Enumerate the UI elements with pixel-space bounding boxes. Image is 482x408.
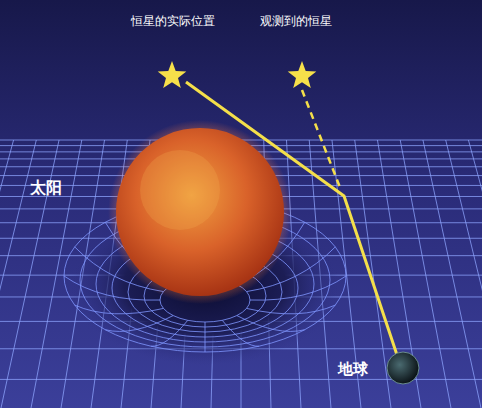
star-actual-label: 恒星的实际位置 — [131, 14, 215, 28]
sun-label: 太阳 — [30, 178, 62, 197]
grid-line — [446, 140, 482, 408]
well-line — [237, 316, 305, 332]
sun-glow — [108, 120, 292, 304]
star-observed-label: 观测到的恒星 — [260, 14, 332, 28]
grid-line — [377, 140, 421, 408]
well-line — [247, 305, 336, 314]
star-observed — [288, 61, 317, 88]
well-line — [75, 305, 164, 314]
well-line — [222, 320, 259, 346]
grid-line — [468, 140, 482, 408]
grid-line — [0, 140, 14, 408]
earth — [387, 352, 419, 384]
well-line — [205, 322, 206, 352]
well-line — [105, 316, 173, 332]
apparent-light-path — [302, 90, 341, 190]
star-actual — [158, 61, 187, 88]
well-line — [151, 320, 188, 346]
sun — [116, 128, 284, 296]
sun-surface — [140, 150, 220, 230]
light-path — [186, 82, 397, 355]
earth-label: 地球 — [338, 360, 368, 378]
grid-line — [423, 140, 481, 408]
